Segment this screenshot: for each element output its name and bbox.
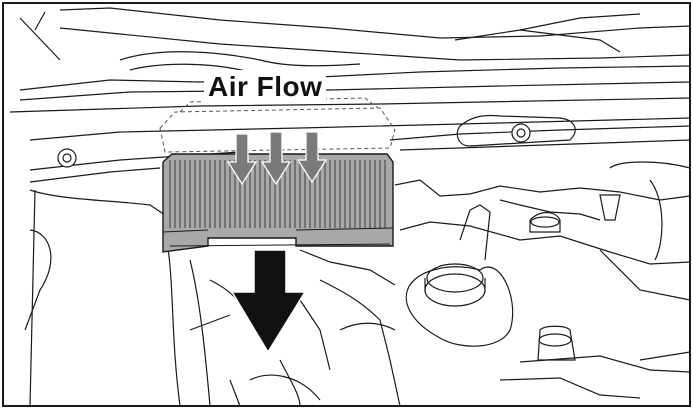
down-arrow-icon — [226, 133, 258, 186]
air-flow-label: Air Flow — [204, 70, 327, 104]
down-arrow-icon — [260, 131, 292, 186]
cabin-air-filter — [162, 153, 394, 253]
down-arrow-icon — [296, 131, 328, 184]
engine-parts — [394, 161, 691, 399]
bolts — [57, 123, 531, 168]
big-down-arrow-icon — [230, 249, 307, 354]
panel-lines — [29, 114, 691, 183]
airflow-arrows — [226, 131, 328, 186]
